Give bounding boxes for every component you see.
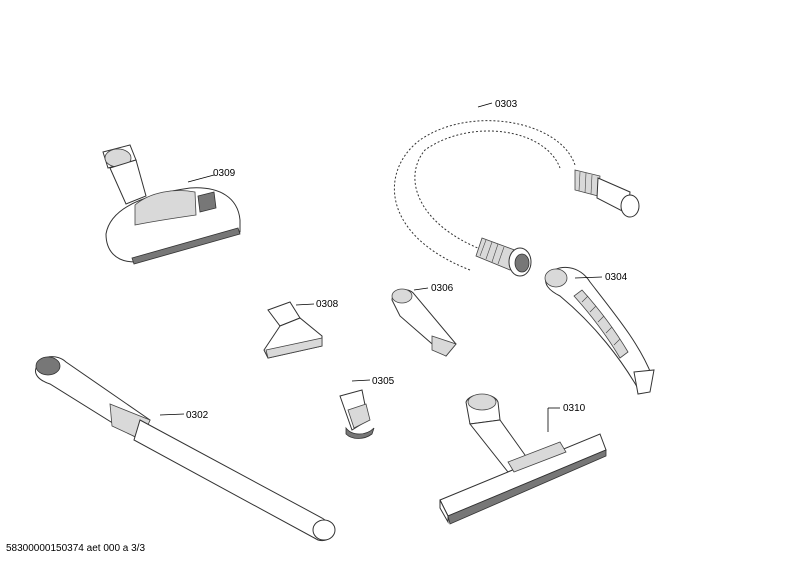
label-0310: 0310 — [563, 403, 586, 414]
label-0308: 0308 — [316, 299, 339, 310]
label-0303: 0303 — [495, 99, 518, 110]
part-0306-crevice-nozzle[interactable]: 0306 — [391, 283, 457, 357]
part-0303-hose[interactable]: 0303 — [393, 99, 640, 277]
label-0305: 0305 — [372, 376, 395, 387]
label-0306: 0306 — [431, 283, 454, 294]
label-0304: 0304 — [605, 272, 628, 283]
part-0304-handle[interactable]: 0304 — [544, 267, 655, 395]
part-0308-upholstery-nozzle[interactable]: 0308 — [263, 299, 339, 359]
part-0305-small-nozzle[interactable]: 0305 — [339, 376, 395, 439]
part-0310-parquet-brush[interactable]: 0310 — [439, 393, 607, 525]
document-code: 58300000150374 aet 000 a 3/3 — [6, 543, 146, 554]
label-0302: 0302 — [186, 410, 209, 421]
part-0302-telescopic-tube[interactable]: 0302 — [35, 356, 336, 542]
part-0309-floor-brush[interactable]: 0309 — [102, 144, 241, 265]
label-0309: 0309 — [213, 168, 236, 179]
